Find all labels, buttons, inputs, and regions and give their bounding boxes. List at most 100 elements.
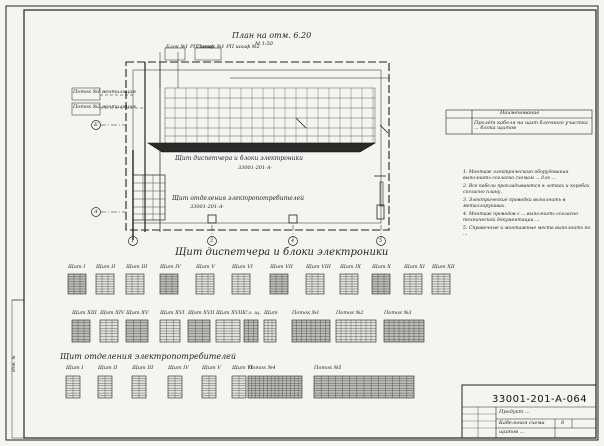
dept-code: 33001-201-А-	[190, 204, 225, 210]
section1-label-11: Щит XI	[404, 264, 425, 270]
section1-panel-1	[67, 273, 87, 295]
section2-label-2: Щит XIV	[100, 310, 125, 316]
section3-panel-5	[201, 375, 217, 399]
section2-panel-11	[383, 319, 425, 343]
legend-table	[445, 109, 593, 135]
section2-panel-6	[215, 319, 241, 343]
section2-label-1: Щит XIII	[72, 310, 97, 316]
section2-label-11: Поток №3	[384, 310, 412, 316]
section1-panel-2	[95, 273, 115, 295]
section3-title: Щит отделения электропотребителей	[60, 352, 237, 361]
axis-label-4: 4	[291, 238, 295, 244]
section2-panel-8	[263, 319, 277, 343]
section3-label-1: Щит I	[66, 365, 84, 371]
section2-panel-7	[243, 319, 259, 343]
outer-frame	[5, 5, 599, 441]
axis-label-b: Б	[94, 122, 98, 128]
section2-panel-1	[71, 319, 91, 343]
section2-label-8: Щит	[264, 310, 278, 316]
section1-label-9: Щит IX	[340, 264, 361, 270]
section1-label-5: Щит V	[196, 264, 215, 270]
section2-panel-5	[187, 319, 211, 343]
section2-label-10: Поток №2	[336, 310, 364, 316]
section1-panel-5	[195, 273, 215, 295]
note-3: 3. Электрические проводки выполнить в ме…	[463, 197, 566, 210]
section1-label-3: Щит III	[126, 264, 148, 270]
section1-label-2: Щит II	[96, 264, 116, 270]
plan-title: План на отм. 6.20	[232, 31, 312, 40]
shield-label: Щит диспетчера и блоки электроники	[175, 155, 303, 162]
callout-2: Поток №1 РП шкаф №2	[197, 44, 260, 50]
side-text: Инв. №	[12, 355, 17, 372]
section1-label-7: Щит VII	[270, 264, 293, 270]
section3-label-5: Щит V	[202, 365, 221, 371]
section3-panel-2	[97, 375, 113, 399]
section3-label-6: Щит VI	[232, 365, 253, 371]
note-4: 4. Монтаж проводов с ... выполнить согла…	[463, 211, 578, 223]
section1-panel-8	[305, 273, 325, 295]
section3-label-3: Щит III	[132, 365, 154, 371]
section1-title: Щит диспетчера и блоки электроники	[175, 247, 389, 258]
callout-1: Блок №1 РП шкаф	[166, 44, 214, 50]
section2-panel-10	[335, 319, 377, 343]
legend-row: Пролёт кабеля на щит блочного участка ..…	[474, 120, 588, 131]
legend-header: Наименование	[500, 110, 540, 116]
stamp-line3: щитов ...	[499, 429, 525, 435]
section3-panel-3	[131, 375, 147, 399]
section2-panel-3	[125, 319, 149, 343]
notes-block: 1. Монтаж электрического оборудования вы…	[463, 170, 593, 240]
note-2: 2. Все кабели прокладываются в лотках и …	[463, 183, 590, 196]
section3-panel-7	[247, 375, 303, 399]
section1-panel-11	[403, 273, 423, 295]
section1-label-6: Щит VI	[232, 264, 253, 270]
section3-panel-4	[167, 375, 183, 399]
axis-label-2: 2	[210, 238, 214, 244]
section2-label-7: Сл. щ.	[244, 310, 261, 316]
section2-label-6: Щит XVIII	[216, 310, 245, 316]
section1-label-8: Щит VIII	[306, 264, 331, 270]
section3-label-4: Щит IV	[168, 365, 189, 371]
section1-panel-7	[269, 273, 289, 295]
section3-panel-1	[65, 375, 81, 399]
section2-label-9: Поток №1	[292, 310, 320, 316]
section1-panel-10	[371, 273, 391, 295]
section1-label-1: Щит I	[68, 264, 86, 270]
section2-panel-2	[99, 319, 119, 343]
stamp-line2: Кабельная схема	[499, 420, 545, 426]
section3-label-8: Поток №5	[314, 365, 342, 371]
callout-3: Поток №1 вентиляция	[73, 89, 136, 95]
section1-panel-4	[159, 273, 179, 295]
title-block	[461, 384, 597, 439]
stamp-sheet: 8	[561, 420, 565, 426]
dept-label: Щит отделения электропотребителей	[172, 195, 305, 202]
section2-panel-9	[291, 319, 331, 343]
section1-label-12: Щит XII	[432, 264, 455, 270]
floor-plan	[71, 47, 390, 246]
section3-label-7: Поток №4	[248, 365, 276, 371]
section1-label-4: Щит IV	[160, 264, 181, 270]
inner-frame	[23, 9, 597, 439]
axis-label-1: 1	[131, 238, 135, 244]
section1-panel-6	[231, 273, 251, 295]
section2-label-4: Щит XVI	[160, 310, 185, 316]
section1-panel-12	[431, 273, 451, 295]
section2-label-5: Щит XVII	[188, 310, 215, 316]
section1-panel-3	[125, 273, 145, 295]
note-1: 1. Монтаж электрического оборудования вы…	[463, 170, 569, 182]
stamp-line1: Продукт ...	[499, 409, 530, 415]
section3-panel-6	[231, 375, 247, 399]
section3-label-2: Щит II	[98, 365, 118, 371]
shield-code: 33001-201-А-	[238, 165, 273, 171]
axis-label-a: А	[94, 209, 98, 215]
section2-panel-4	[159, 319, 181, 343]
stamp-code: 33001-201-А-064	[492, 394, 588, 405]
section1-label-10: Щит X	[372, 264, 391, 270]
plan-subtitle: М 1:50	[255, 41, 273, 47]
section1-panel-9	[339, 273, 359, 295]
callout-4: Поток №2 вентиляция	[73, 104, 136, 110]
note-5: 5. Справочные и монтажные места выполнит…	[463, 225, 591, 237]
section3-panel-8	[313, 375, 415, 399]
axis-label-5: 5	[379, 238, 383, 244]
